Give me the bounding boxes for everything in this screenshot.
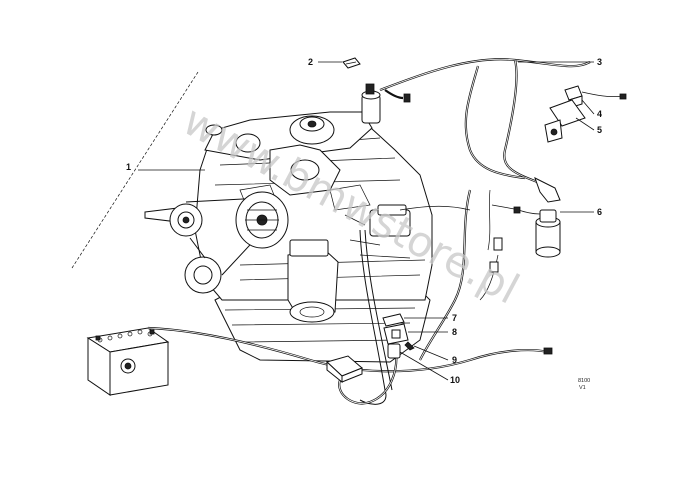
callout-9: 9: [452, 355, 457, 365]
callout-4: 4: [597, 109, 602, 119]
callout-1-leader: [71, 71, 199, 269]
callout-1: 1: [126, 162, 131, 172]
callout-6: 6: [597, 207, 602, 217]
part-4-relay: [564, 85, 583, 109]
wiring-harness: [147, 58, 591, 405]
part-9-screw: [404, 341, 415, 351]
callout-2: 2: [308, 57, 313, 67]
connector-plug: [489, 261, 499, 273]
part-6-ignition-coil: [513, 206, 561, 258]
drawing-code: 8100: [578, 378, 590, 384]
callout-5: 5: [597, 125, 602, 135]
callout-3: 3: [597, 57, 602, 67]
part-8-socket: [383, 323, 409, 345]
drawing-code-sub: V1: [579, 385, 586, 391]
engine-assembly: [144, 83, 433, 363]
leader-lines: [318, 61, 595, 381]
part-5-bracket: [544, 99, 586, 143]
part-7-plate: [382, 313, 405, 327]
junction-box: [326, 355, 363, 384]
part-2-clip: [342, 57, 361, 69]
battery: [86, 327, 170, 396]
part-10-connector: [387, 343, 401, 359]
callout-7: 7: [452, 313, 457, 323]
part-3-connector: [403, 93, 411, 103]
callout-8: 8: [452, 327, 457, 337]
connector-plug: [493, 237, 503, 251]
callout-10: 10: [450, 375, 460, 385]
